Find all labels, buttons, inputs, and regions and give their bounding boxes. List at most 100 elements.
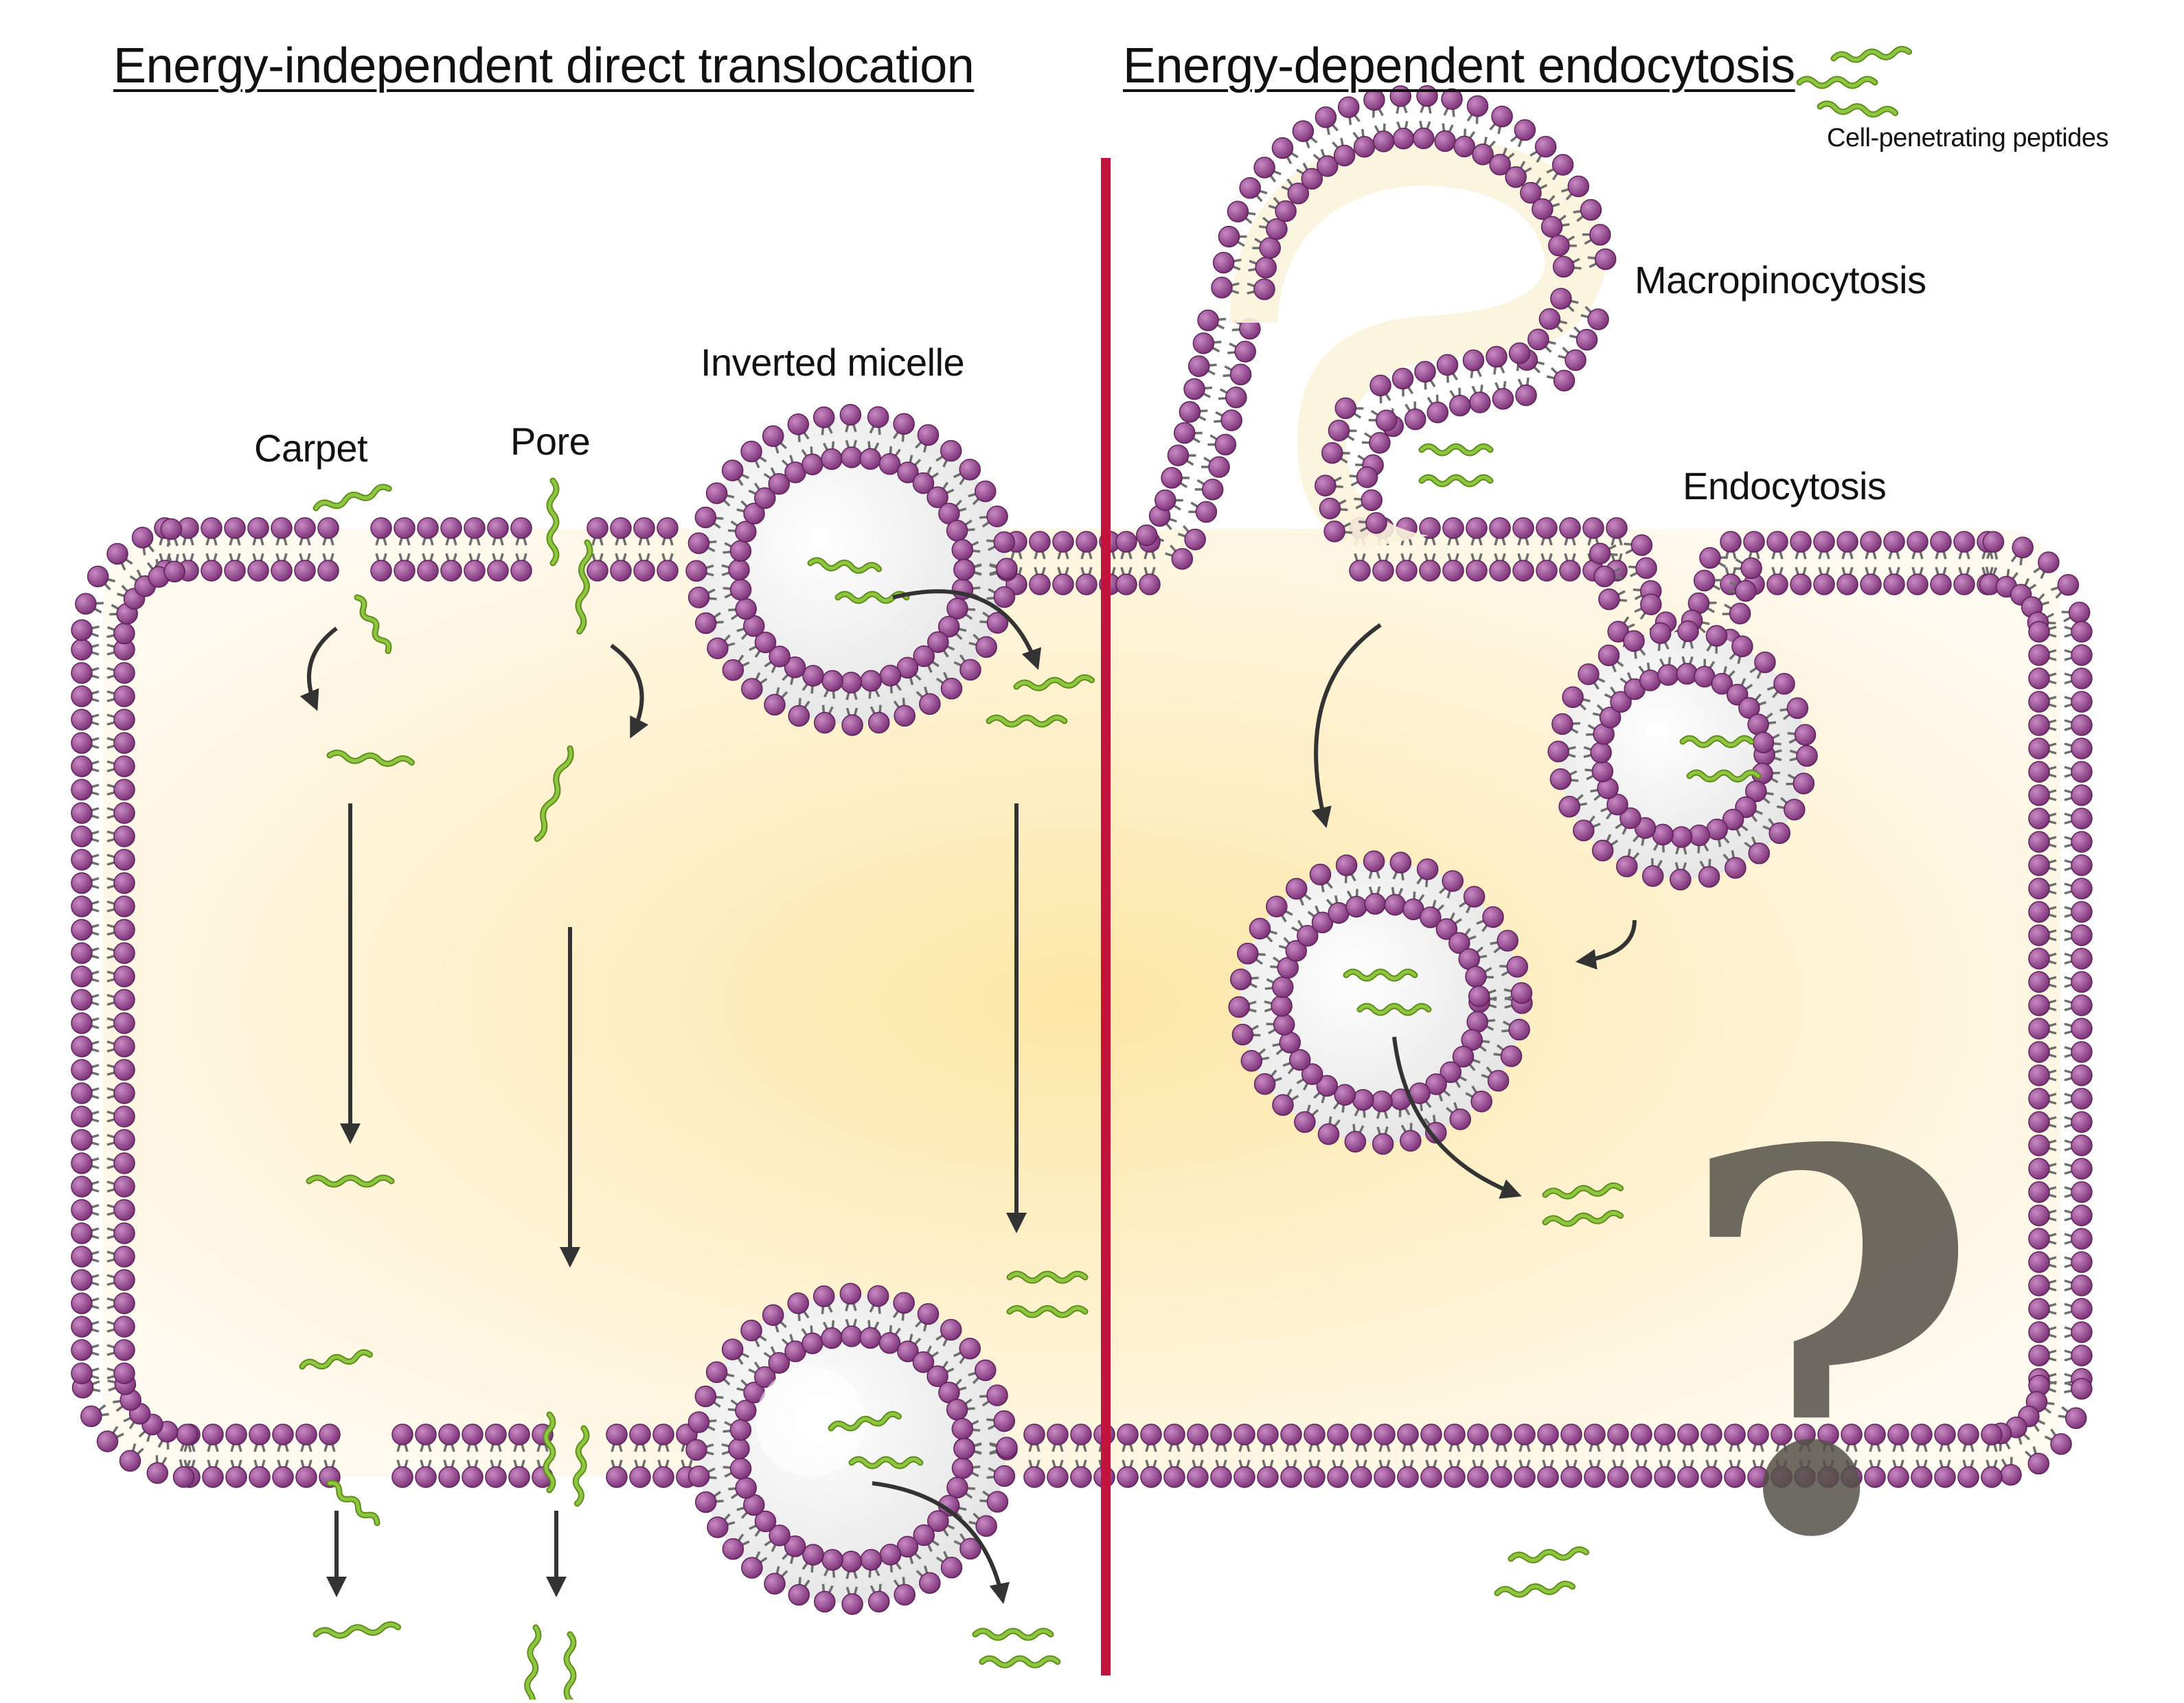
lipid-head — [131, 527, 154, 549]
lipid-head — [1768, 822, 1790, 844]
lipid-head — [1453, 135, 1475, 158]
lipid-head — [1465, 965, 1487, 988]
lipid-head — [1233, 1424, 1255, 1445]
lipid-head — [1463, 886, 1486, 908]
lipid-head — [1607, 621, 1629, 643]
lipid-head — [1841, 1424, 1863, 1445]
lipid-head — [652, 1424, 674, 1445]
lipid-head — [1489, 517, 1511, 539]
lipid-head — [2071, 667, 2093, 689]
lipid-head — [1425, 1121, 1447, 1144]
lipid-head — [912, 472, 935, 494]
lipid-head — [1817, 1466, 1839, 1488]
lipid-head — [996, 558, 1018, 580]
lipid-head — [225, 1424, 247, 1445]
lipid-head — [146, 1462, 168, 1484]
lipid-head — [1442, 560, 1464, 582]
lipid-head — [685, 1439, 707, 1461]
lipid-head — [1467, 1424, 1489, 1445]
bilayer-segment — [606, 1424, 698, 1488]
lipid-head — [1425, 1073, 1447, 1095]
lipid-head — [937, 615, 960, 638]
lipid-head — [1817, 1424, 1839, 1445]
lipid-head — [1790, 531, 1812, 553]
lipid-head — [1334, 1084, 1356, 1106]
peptide-core — [1014, 675, 1094, 690]
peptide — [979, 1655, 1061, 1669]
lipid-head — [821, 670, 843, 692]
peptide — [1679, 735, 1755, 748]
peptide-core — [1008, 1272, 1087, 1283]
lipid-head — [996, 1437, 1018, 1459]
lipid-head — [1449, 1108, 1471, 1130]
lipid-head — [71, 1362, 93, 1384]
lipid-head — [1047, 1424, 1069, 1445]
lipid-head — [2071, 1018, 2093, 1040]
lipid-head — [1860, 573, 1882, 595]
lipid-head — [1167, 444, 1190, 466]
lipid-head — [202, 1466, 224, 1488]
lipid-head — [768, 472, 790, 495]
lipid-head — [919, 693, 941, 715]
lipid-head — [1363, 89, 1385, 111]
lipid-head — [113, 1059, 135, 1081]
peptide — [986, 714, 1068, 728]
lipid-head — [1841, 1466, 1863, 1488]
lipid-head — [2071, 808, 2093, 830]
lipid-head — [71, 1036, 93, 1058]
lipid-head — [1285, 939, 1308, 962]
lipid-head — [1677, 620, 1699, 642]
lipid-head — [1883, 531, 1905, 553]
lipid-head — [1029, 531, 1051, 553]
bilayer-segment — [71, 1373, 198, 1488]
lipid-head — [1416, 84, 1438, 107]
lipid-head — [71, 989, 93, 1011]
lipid-head — [1520, 181, 1542, 204]
lipid-head — [867, 1590, 890, 1613]
lipid-head — [1748, 842, 1771, 865]
lipid-head — [986, 505, 1008, 527]
lipid-head — [1700, 1424, 1722, 1445]
lipid-head — [2071, 1251, 2093, 1273]
lipid-head — [1436, 354, 1459, 376]
lipid-head — [1489, 560, 1511, 582]
lipid-head — [2028, 878, 2050, 900]
lipid-head — [319, 1424, 341, 1445]
peptide — [1817, 100, 1899, 118]
lipid-head — [294, 517, 316, 539]
lipid-head — [2071, 971, 2093, 993]
lipid-head — [1117, 1424, 1139, 1445]
lipid-head — [694, 1385, 717, 1408]
lipid-head — [464, 517, 486, 539]
lipid-head — [986, 612, 1009, 634]
lipid-head — [1640, 593, 1662, 615]
lipid-head — [1725, 857, 1747, 879]
lipid-head — [2068, 602, 2091, 624]
label-carpet: Carpet — [254, 426, 368, 470]
lipid-head — [687, 532, 710, 554]
lipid-head — [2071, 621, 2093, 643]
lipid-head — [1505, 166, 1527, 188]
lipid-head — [2028, 831, 2050, 853]
lipid-head — [1794, 1466, 1816, 1488]
lipid-head — [1490, 1466, 1512, 1488]
lipid-head — [946, 597, 968, 620]
lipid-head — [769, 1524, 790, 1546]
lipid-head — [2071, 1298, 2093, 1320]
lipid-head — [1328, 420, 1350, 442]
lipid-head — [1559, 560, 1581, 582]
lipid-head — [1700, 1466, 1722, 1488]
lipid-head — [926, 1365, 948, 1387]
lipid-head — [1745, 780, 1767, 803]
lipid-head — [764, 1573, 786, 1595]
lipid-head — [1419, 517, 1441, 539]
arrow-micelle-curve — [892, 589, 1042, 670]
lipid-head — [1559, 517, 1581, 539]
lipid-head — [1466, 1011, 1488, 1033]
lipid-head — [2071, 878, 2093, 900]
lipid-head — [1287, 182, 1310, 205]
arrow-micelle-exit — [872, 1481, 1010, 1604]
lipid-head — [1677, 1466, 1699, 1488]
lipid-head — [1317, 155, 1339, 177]
